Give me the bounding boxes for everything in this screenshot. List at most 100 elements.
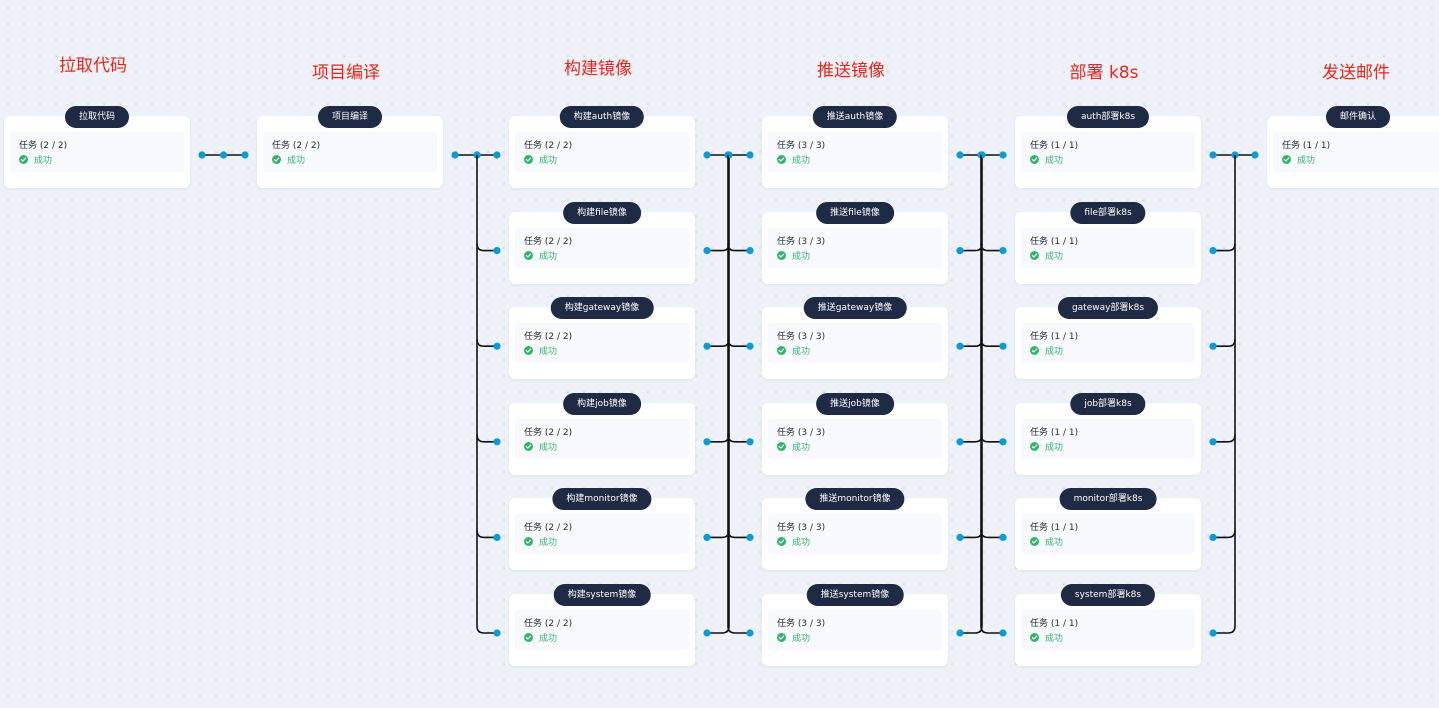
connector-branch <box>707 155 730 634</box>
job-body: 任务 (1 / 1) 成功 <box>1273 132 1439 172</box>
job-status-text: 成功 <box>1045 347 1064 358</box>
job-card[interactable]: 构建monitor镜像 任务 (2 / 2) 成功 <box>509 488 695 571</box>
job-name-badge: 推送file镜像 <box>816 201 894 224</box>
job-status-text: 成功 <box>792 251 811 262</box>
job-card[interactable]: system部署k8s 任务 (1 / 1) 成功 <box>1015 584 1201 666</box>
connector-dot <box>1209 342 1217 350</box>
job-status-text: 成功 <box>792 538 811 549</box>
job-status-text: 成功 <box>539 251 558 262</box>
job-status-text: 成功 <box>539 156 558 166</box>
job-status: 成功 <box>272 153 305 166</box>
connector-dot <box>1209 629 1217 637</box>
job-card[interactable]: 构建auth镜像 任务 (2 / 2) 成功 <box>509 106 695 188</box>
connector-branch <box>727 339 750 347</box>
job-task-count: 任务 (2 / 2) <box>524 141 573 151</box>
job-card[interactable]: 推送auth镜像 任务 (3 / 3) 成功 <box>762 106 948 188</box>
job-status: 成功 <box>777 344 810 357</box>
connector-dot <box>746 151 754 159</box>
connector-dot <box>746 247 754 255</box>
connector-dot <box>493 533 501 542</box>
job-card[interactable]: file部署k8s 任务 (1 / 1) 成功 <box>1015 201 1201 284</box>
connector-dot <box>956 247 964 255</box>
job-task-count: 任务 (3 / 3) <box>777 427 826 438</box>
job-name-badge: 邮件确认 <box>1325 106 1391 128</box>
check-circle-icon <box>524 346 533 356</box>
job-status-text: 成功 <box>539 538 558 549</box>
job-status-text: 成功 <box>539 442 558 453</box>
job-card[interactable]: 推送system镜像 任务 (3 / 3) 成功 <box>762 584 948 666</box>
job-status-text: 成功 <box>287 156 306 166</box>
job-status-text: 成功 <box>792 634 811 644</box>
job-body: 任务 (2 / 2) 成功 <box>263 132 437 172</box>
job-name-badge: 推送auth镜像 <box>812 106 898 128</box>
job-name-badge: 项目编译 <box>317 106 383 128</box>
job-body: 任务 (2 / 2) 成功 <box>515 227 689 268</box>
connector-branch <box>727 530 750 539</box>
connector-branch <box>707 530 730 539</box>
connector-dot <box>746 438 754 446</box>
job-task-count: 任务 (3 / 3) <box>777 332 826 343</box>
check-circle-icon <box>777 537 786 547</box>
connector-dot <box>956 438 964 446</box>
connector-branch <box>476 155 497 634</box>
job-card[interactable]: 构建job镜像 任务 (2 / 2) 成功 <box>509 392 695 475</box>
connector-dot <box>1209 438 1217 446</box>
job-status: 成功 <box>524 249 557 262</box>
job-name-badge: gateway部署k8s <box>1057 297 1159 320</box>
job-name-badge: auth部署k8s <box>1066 106 1150 128</box>
job-status: 成功 <box>1030 631 1063 644</box>
job-card[interactable]: 推送file镜像 任务 (3 / 3) 成功 <box>762 201 948 284</box>
connector-dot <box>956 151 964 159</box>
connector-branch <box>980 434 1003 443</box>
job-body: 任务 (1 / 1) 成功 <box>1021 610 1195 650</box>
job-card[interactable]: 推送monitor镜像 任务 (3 / 3) 成功 <box>762 488 948 571</box>
connector-branch <box>980 243 1003 252</box>
job-body: 任务 (3 / 3) 成功 <box>768 323 942 364</box>
connector-dot <box>956 629 964 637</box>
job-card[interactable]: 邮件确认 任务 (1 / 1) 成功 <box>1267 106 1439 188</box>
check-circle-icon <box>1030 155 1039 164</box>
job-status-text: 成功 <box>1045 538 1064 549</box>
job-body: 任务 (3 / 3) 成功 <box>768 514 942 555</box>
job-body: 任务 (3 / 3) 成功 <box>768 418 942 459</box>
connector-branch <box>980 155 1003 634</box>
check-circle-icon <box>524 250 533 260</box>
job-task-count: 任务 (1 / 1) <box>1282 141 1331 151</box>
job-card[interactable]: 推送gateway镜像 任务 (3 / 3) 成功 <box>762 297 948 380</box>
job-task-count: 任务 (2 / 2) <box>524 332 573 343</box>
connector-dot <box>1209 247 1217 255</box>
job-card[interactable]: auth部署k8s 任务 (1 / 1) 成功 <box>1015 106 1201 188</box>
job-status-text: 成功 <box>1045 156 1064 166</box>
job-name-badge: 推送system镜像 <box>806 584 904 606</box>
job-task-count: 任务 (1 / 1) <box>1030 427 1079 438</box>
job-status: 成功 <box>524 631 557 644</box>
job-name-badge: 构建system镜像 <box>553 584 651 606</box>
job-card[interactable]: gateway部署k8s 任务 (1 / 1) 成功 <box>1015 297 1201 380</box>
job-name-badge: system部署k8s <box>1060 584 1156 606</box>
job-card[interactable]: 构建file镜像 任务 (2 / 2) 成功 <box>509 201 695 284</box>
job-card[interactable]: 拉取代码 任务 (2 / 2) 成功 <box>4 106 190 188</box>
check-circle-icon <box>777 250 786 260</box>
job-card[interactable]: job部署k8s 任务 (1 / 1) 成功 <box>1015 392 1201 475</box>
job-body: 任务 (1 / 1) 成功 <box>1021 514 1195 555</box>
job-status-text: 成功 <box>792 156 811 166</box>
connector-branch <box>960 155 983 634</box>
connector-dot <box>493 438 501 446</box>
connector-dot <box>1209 151 1217 159</box>
connector-branch <box>1213 530 1236 539</box>
job-card[interactable]: monitor部署k8s 任务 (1 / 1) 成功 <box>1015 488 1201 571</box>
job-card[interactable]: 项目编译 任务 (2 / 2) 成功 <box>257 106 443 188</box>
job-task-count: 任务 (2 / 2) <box>524 523 573 534</box>
job-name-badge: 构建monitor镜像 <box>552 488 652 511</box>
job-card[interactable]: 构建gateway镜像 任务 (2 / 2) 成功 <box>509 297 695 380</box>
check-circle-icon <box>1030 346 1039 356</box>
check-circle-icon <box>1030 633 1039 642</box>
job-status-text: 成功 <box>792 442 811 453</box>
job-body: 任务 (1 / 1) 成功 <box>1021 132 1195 172</box>
job-body: 任务 (1 / 1) 成功 <box>1021 418 1195 459</box>
connector-branch <box>476 339 497 347</box>
job-status-text: 成功 <box>539 347 558 358</box>
job-card[interactable]: 推送job镜像 任务 (3 / 3) 成功 <box>762 392 948 475</box>
job-card[interactable]: 构建system镜像 任务 (2 / 2) 成功 <box>509 584 695 666</box>
job-status: 成功 <box>777 249 810 262</box>
